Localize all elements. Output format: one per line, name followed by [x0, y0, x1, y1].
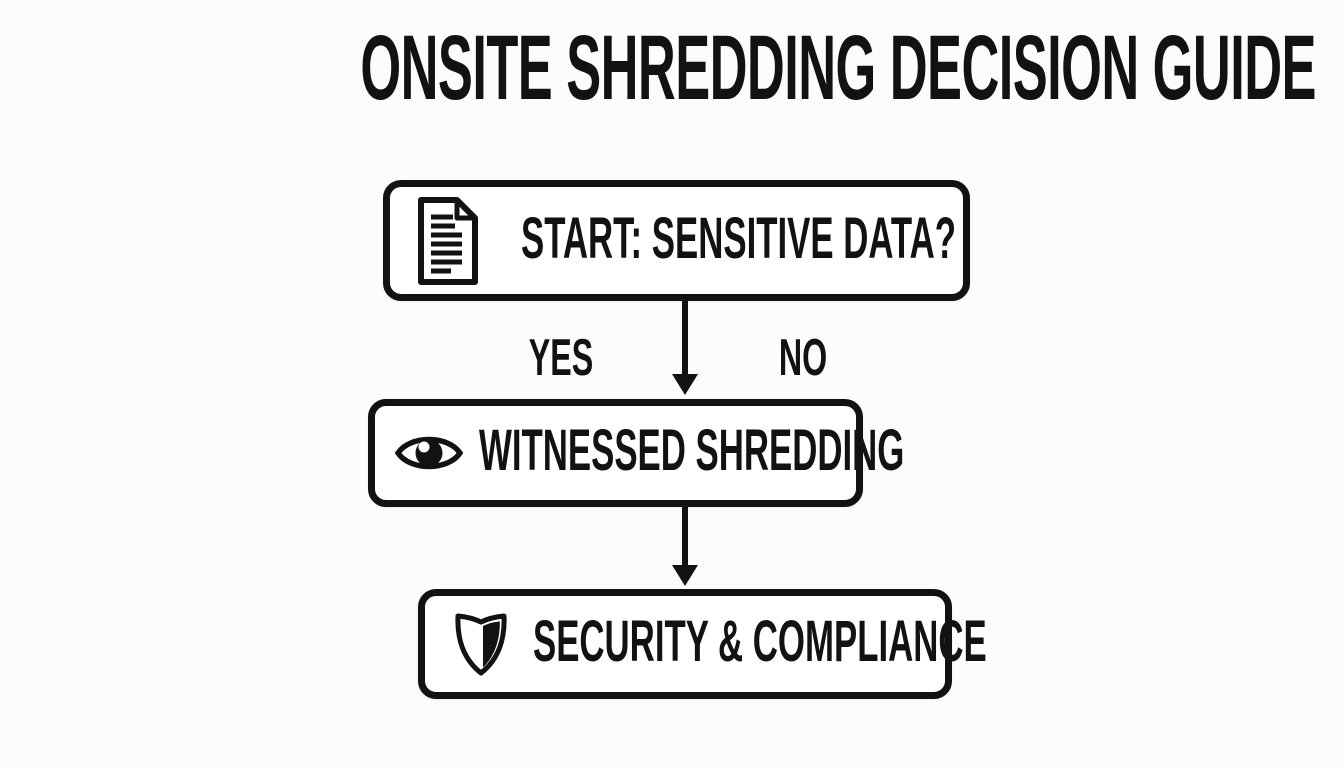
- document-icon: [418, 196, 478, 285]
- arrow-start-to-witnessed-head: [672, 374, 698, 395]
- eye-icon: [395, 436, 463, 470]
- flow-node-security-compliance: SECURITY & COMPLIANCE: [418, 589, 987, 699]
- arrow-witnessed-to-security-shaft: [682, 505, 688, 567]
- arrow-witnessed-to-security-head: [672, 565, 698, 586]
- flow-node-security-compliance-label: SECURITY & COMPLIANCE: [533, 609, 987, 674]
- branch-label-yes: YES: [528, 329, 594, 387]
- flow-node-witnessed-shredding: WITNESSED SHREDDING: [368, 399, 904, 507]
- arrow-start-to-witnessed-shaft: [682, 299, 688, 376]
- page-title: ONSITE SHREDDING DECISION GUIDE: [0, 22, 1344, 114]
- branch-label-no: NO: [778, 329, 828, 387]
- flow-node-start-label: START: SENSITIVE DATA?: [521, 205, 956, 271]
- flow-node-witnessed-shredding-label: WITNESSED SHREDDING: [479, 418, 905, 483]
- page-title-text: ONSITE SHREDDING DECISION GUIDE: [360, 17, 1316, 119]
- flow-node-start: START: SENSITIVE DATA?: [383, 180, 970, 301]
- shield-icon: [455, 613, 507, 676]
